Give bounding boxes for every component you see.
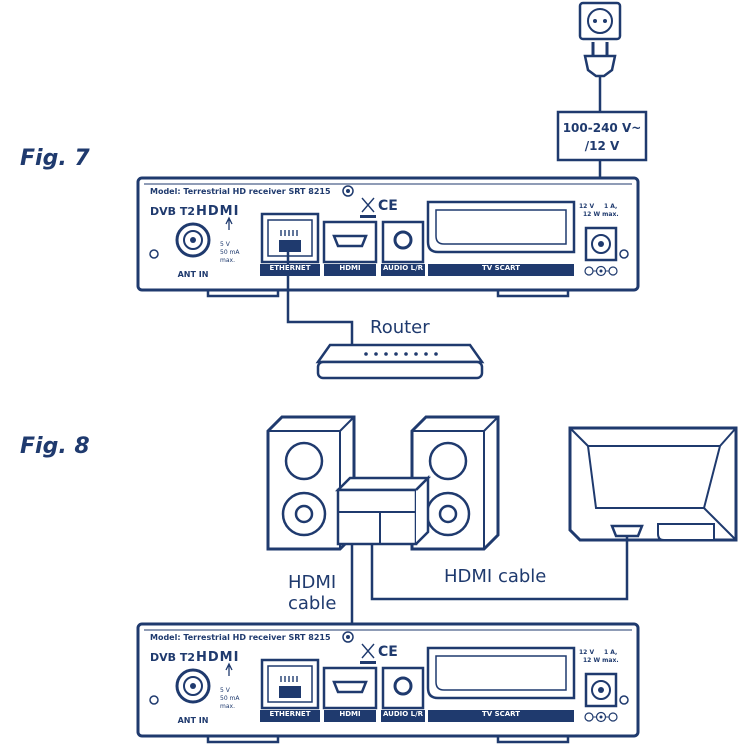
ce-mark: CE	[378, 198, 398, 214]
receiver-labels-fig7: Model: Terrestrial HD receiver SRT 8215 …	[150, 187, 619, 279]
antenna-spec: 50 mA	[220, 695, 240, 702]
port-label-hdmi: HDMI	[339, 264, 360, 272]
figure-label-8: Fig. 8	[20, 434, 90, 459]
power-plug-icon	[583, 42, 617, 112]
hdmi-logo: HDMI	[196, 204, 239, 219]
hdmi-cable-amp-tv	[370, 536, 629, 601]
port-label-audio: AUDIO L/R	[383, 710, 424, 718]
port-label-audio: AUDIO L/R	[383, 264, 424, 272]
port-label-ant-in: ANT IN	[178, 270, 209, 279]
receiver-labels-fig8: Model: Terrestrial HD receiver SRT 8215 …	[150, 633, 619, 725]
ce-mark: CE	[378, 644, 398, 660]
hdmi-cable-label-line2: cable	[288, 593, 337, 614]
wall-socket-icon	[578, 1, 622, 41]
power-spec: 12 V	[579, 649, 594, 656]
power-spec: 12 V	[579, 203, 594, 210]
psu-voltage-in: 100-240 V~	[563, 121, 642, 135]
tv-icon	[568, 426, 738, 542]
antenna-spec: max.	[220, 257, 235, 264]
port-label-ethernet: ETHERNET	[269, 264, 310, 272]
dvb-t2-logo: DVB T2	[150, 205, 195, 218]
port-label-scart: TV SCART	[482, 264, 520, 272]
psu-voltage-out: /12 V	[585, 139, 620, 153]
hdmi-cable-label-line1: HDMI	[288, 572, 337, 593]
router-label: Router	[370, 317, 430, 338]
hdmi-cable-label-vertical: HDMI cable	[288, 572, 336, 614]
antenna-spec: 50 mA	[220, 249, 240, 256]
power-spec: 1 A,	[604, 649, 617, 656]
power-spec: 1 A,	[604, 203, 617, 210]
hdmi-cable-label-horizontal: HDMI cable	[444, 566, 547, 587]
fig8-diagram	[136, 415, 738, 744]
router-icon	[315, 343, 485, 380]
port-label-scart: TV SCART	[482, 710, 520, 718]
port-label-hdmi: HDMI	[339, 710, 360, 718]
power-spec: 12 W max.	[583, 657, 619, 664]
model-label: Model: Terrestrial HD receiver SRT 8215	[150, 187, 331, 196]
dvb-t2-logo: DVB T2	[150, 651, 195, 664]
model-label: Model: Terrestrial HD receiver SRT 8215	[150, 633, 331, 642]
port-label-ant-in: ANT IN	[178, 716, 209, 725]
power-supply-box	[556, 110, 648, 162]
port-label-ethernet: ETHERNET	[269, 710, 310, 718]
hdmi-logo: HDMI	[196, 650, 239, 665]
fig7-diagram: 100-240 V~ /12 V	[136, 1, 648, 380]
power-spec: 12 W max.	[583, 211, 619, 218]
amplifier-icon	[334, 474, 432, 546]
figure-label-7: Fig. 7	[20, 146, 90, 171]
antenna-spec: 5 V	[220, 241, 231, 248]
ethernet-cable	[286, 248, 354, 345]
antenna-spec: 5 V	[220, 687, 231, 694]
antenna-spec: max.	[220, 703, 235, 710]
